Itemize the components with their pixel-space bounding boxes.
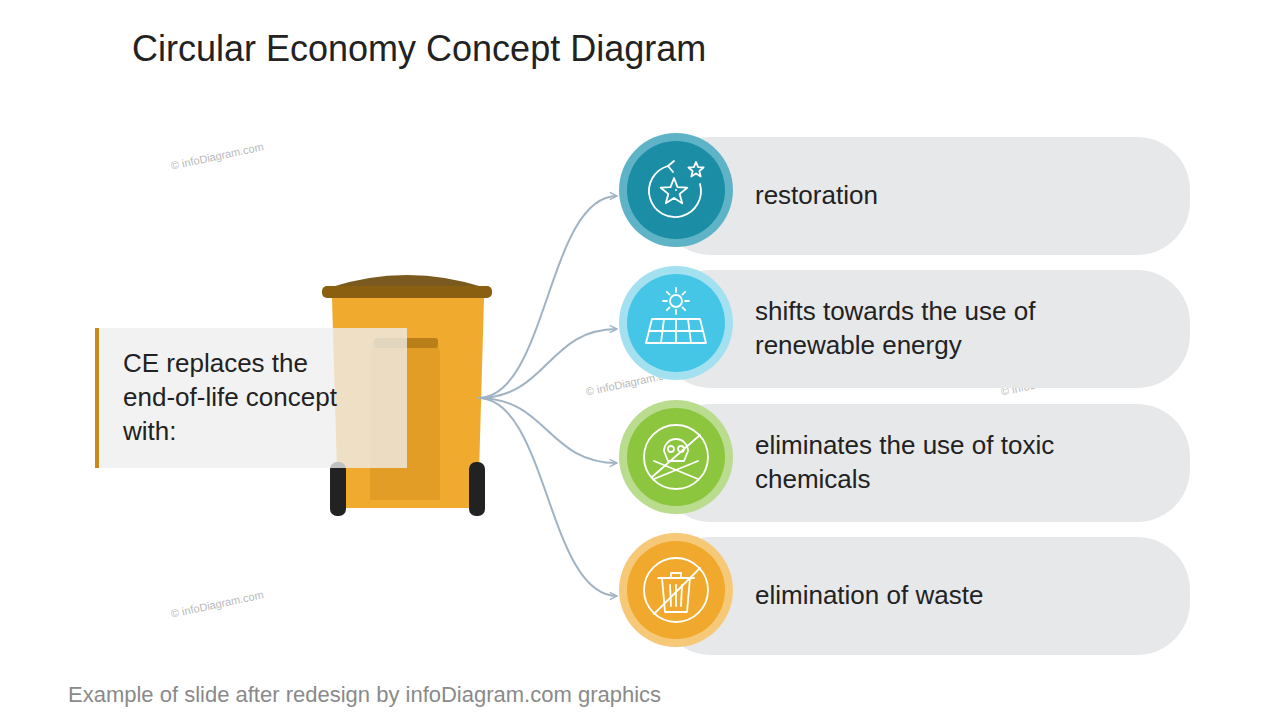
outcome-text: shifts towards the use of renewable ener…	[755, 295, 1065, 363]
pill-text-box: restoration	[755, 137, 1170, 255]
icon-circle	[618, 132, 734, 248]
intro-text: CE replaces the end-of-life concept with…	[123, 347, 338, 448]
icon-ring	[619, 533, 733, 647]
slide-caption: Example of slide after redesign by infoD…	[68, 682, 661, 708]
outcome-text: restoration	[755, 179, 1065, 213]
icon-circle	[618, 399, 734, 515]
connector-arrow	[478, 398, 617, 463]
pill-text-box: eliminates the use of toxic chemicals	[755, 404, 1170, 522]
icon-ring	[619, 266, 733, 380]
icon-disc	[627, 408, 725, 506]
connector-arrow	[478, 398, 617, 596]
pill-text-box: elimination of waste	[755, 537, 1170, 655]
outcome-text: elimination of waste	[755, 579, 1065, 613]
outcome-pill: restoration	[618, 137, 1190, 255]
connector-arrow	[478, 196, 617, 398]
icon-ring	[619, 400, 733, 514]
outcome-pill: shifts towards the use of renewable ener…	[618, 270, 1190, 388]
icon-disc	[627, 541, 725, 639]
icon-circle	[618, 265, 734, 381]
pill-ground	[658, 137, 1190, 255]
outcome-pill: elimination of waste	[618, 537, 1190, 655]
star-icon	[649, 161, 704, 217]
outcome-text: eliminates the use of toxic chemicals	[755, 429, 1065, 497]
intro-panel: CE replaces the end-of-life concept with…	[95, 328, 407, 468]
bin-wheel	[330, 462, 346, 516]
bin-icon	[644, 558, 708, 622]
watermark: © infoDiagram.com	[170, 140, 265, 171]
watermark: © infoDiagram.com	[170, 588, 265, 619]
pill-ground	[658, 270, 1190, 388]
slide-title: Circular Economy Concept Diagram	[132, 28, 706, 70]
toxic-icon	[644, 425, 708, 489]
icon-ring	[619, 133, 733, 247]
bin-lid	[322, 286, 492, 298]
solar-icon	[646, 288, 706, 343]
icon-circle	[618, 532, 734, 648]
icon-disc	[627, 141, 725, 239]
outcome-pill: eliminates the use of toxic chemicals	[618, 404, 1190, 522]
intro-box: CE replaces the end-of-life concept with…	[95, 328, 478, 468]
icon-disc	[627, 274, 725, 372]
pill-text-box: shifts towards the use of renewable ener…	[755, 270, 1170, 388]
bin-wheel	[469, 462, 485, 516]
pill-ground	[658, 404, 1190, 522]
